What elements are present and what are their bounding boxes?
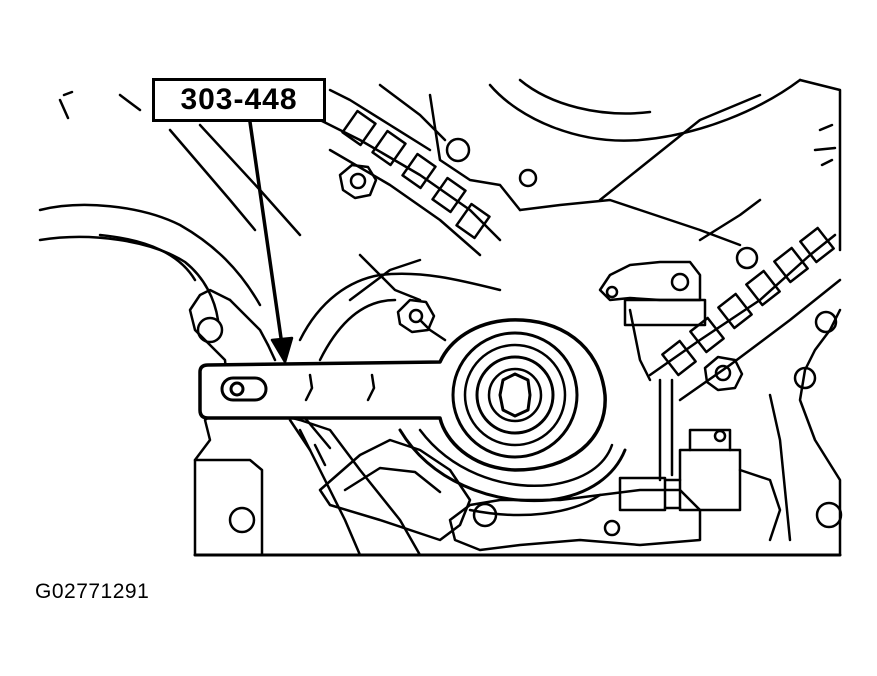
- lower-housing-left: [260, 408, 422, 557]
- chain-guide-left-outer: [298, 108, 502, 242]
- chain-links-right: [661, 226, 835, 377]
- upper-left-stroke-3: [118, 93, 142, 112]
- callout-arrowhead: [270, 336, 294, 364]
- chain-guide-left-side: [328, 88, 432, 152]
- left-housing-curve-inner: [38, 235, 220, 322]
- wire-harness-2: [318, 298, 397, 362]
- misc-line-left-2: [266, 343, 277, 362]
- dowel-right-mid: [814, 310, 838, 334]
- engine-block-lower-left: [193, 458, 264, 557]
- dowel-upper: [445, 137, 471, 163]
- upper-left-stroke-5: [198, 123, 302, 237]
- misc-line-center-bracket: [418, 318, 447, 342]
- engine-block-outline: [188, 288, 232, 557]
- tool-callout-label: 303-448: [152, 78, 326, 122]
- wire-harness-4: [358, 253, 422, 302]
- small-bolt-lower: [603, 519, 621, 537]
- figure-id: G02771291: [35, 580, 150, 603]
- bolt-center-upper: [396, 298, 436, 334]
- wire-harness-3: [348, 258, 422, 302]
- misc-line-right-edge: [628, 308, 652, 382]
- dowel-left-lower: [228, 506, 256, 534]
- chain-guide-left-inner: [328, 148, 482, 257]
- dowel-right-low: [793, 366, 817, 390]
- left-housing-curve-outer: [38, 203, 262, 307]
- upper-left-stroke-1: [58, 98, 70, 120]
- sensor-bracket-right: [598, 260, 707, 327]
- right-block-side: [768, 393, 792, 542]
- lower-right-bracket: [738, 468, 782, 542]
- engine-block-right-edge: [798, 308, 842, 557]
- upper-housing-arc-inner: [518, 78, 652, 115]
- upper-housing-right: [798, 78, 842, 252]
- crank-sprocket: [451, 331, 579, 459]
- misc-line-left-1: [228, 298, 270, 347]
- upper-housing-left-down: [428, 93, 522, 212]
- dowel-lower-center: [472, 502, 498, 528]
- bolt-right-guide: [703, 355, 744, 392]
- chain-guide-right-inner: [678, 278, 842, 402]
- upper-housing-top-line: [598, 93, 762, 202]
- right-top-marks: [813, 123, 837, 167]
- upper-left-stroke-4: [168, 128, 257, 232]
- dowel-upper-mid: [518, 168, 538, 188]
- holding-tool-303-448: [198, 318, 607, 472]
- dowel-left-upper: [196, 316, 224, 344]
- holding-tool-slot: [220, 376, 268, 402]
- holding-tool-mark-2: [366, 373, 376, 402]
- upper-housing-mid: [518, 198, 742, 247]
- left-housing-curve-low: [98, 233, 197, 282]
- tensioner-shoe: [318, 438, 472, 542]
- dowel-right-upper: [735, 246, 759, 270]
- dowel-right-bottom: [815, 501, 843, 529]
- lower-right-plate: [448, 488, 702, 552]
- bolt-upper-left: [338, 163, 378, 200]
- crank-chain-arc-inner: [418, 428, 614, 487]
- upper-left-stroke-2: [62, 90, 74, 97]
- lower-right-vertical: [658, 378, 674, 482]
- sensor-lower-right: [618, 428, 742, 512]
- right-chain-guide-top: [698, 198, 762, 242]
- tensioner-shoe-inner: [343, 466, 442, 494]
- lower-housing-stroke-1: [288, 416, 332, 467]
- crank-chain-arc-low: [468, 493, 602, 517]
- upper-housing-arc: [488, 78, 802, 142]
- chain-links-left: [341, 109, 491, 240]
- callout-leader-line: [248, 120, 284, 347]
- holding-tool-mark-1: [304, 373, 314, 402]
- tool-part-number: 303-448: [180, 83, 298, 116]
